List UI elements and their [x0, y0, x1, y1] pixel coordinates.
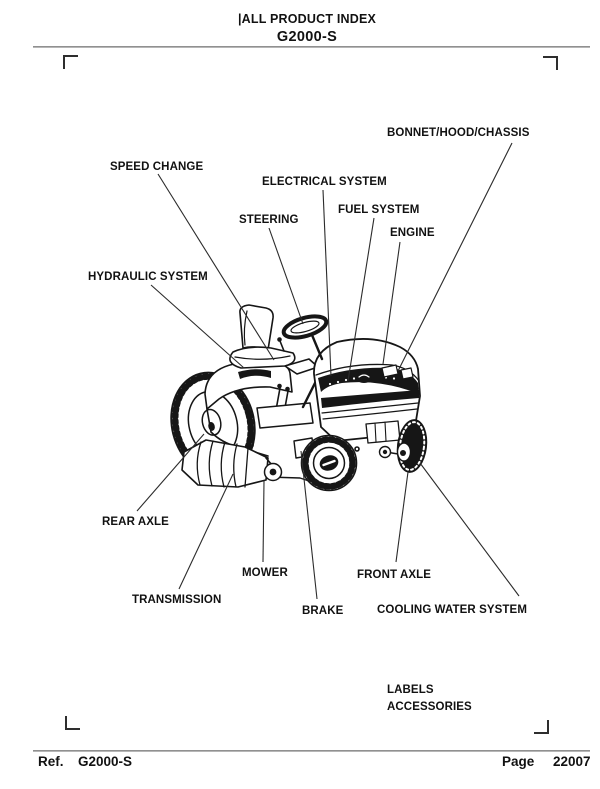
index-label-rear-axle[interactable]: REAR AXLE [102, 516, 169, 528]
index-label-transmission[interactable]: TRANSMISSION [132, 594, 222, 606]
leader-line-hydraulic-system [150, 284, 245, 369]
leader-line-electrical-system [322, 189, 332, 377]
index-label-fuel-system[interactable]: FUEL SYSTEM [338, 204, 420, 216]
page-number: 22007 [553, 754, 591, 769]
crop-mark-top-left [63, 55, 78, 69]
leader-line-fuel-system [347, 217, 375, 382]
index-label-brake[interactable]: BRAKE [302, 605, 344, 617]
index-label-steering[interactable]: STEERING [239, 214, 299, 226]
index-label-labels[interactable]: LABELS [387, 684, 434, 696]
index-label-hydraulic-system[interactable]: HYDRAULIC SYSTEM [88, 271, 208, 283]
leader-line-cooling-water-system [419, 462, 520, 597]
ref-label: Ref. [38, 754, 64, 769]
leader-line-speed-change [157, 173, 275, 361]
leader-line-steering [268, 227, 304, 325]
ref-value: G2000-S [78, 754, 133, 769]
index-label-accessories[interactable]: ACCESSORIES [387, 701, 472, 713]
index-label-electrical-system[interactable]: ELECTRICAL SYSTEM [262, 176, 387, 188]
crop-mark-top-right [543, 56, 558, 70]
index-label-mower[interactable]: MOWER [242, 567, 288, 579]
index-label-bonnet-hood-chassis[interactable]: BONNET/HOOD/CHASSIS [387, 127, 530, 139]
tractor-illustration [170, 304, 428, 492]
leader-line-brake [300, 450, 318, 600]
index-label-speed-change[interactable]: SPEED CHANGE [110, 161, 204, 173]
index-label-front-axle[interactable]: FRONT AXLE [357, 569, 432, 581]
leader-line-rear-axle [136, 433, 205, 512]
leader-line-mower [262, 480, 265, 563]
crop-mark-bottom-left [65, 716, 80, 730]
leader-line-front-axle [395, 471, 409, 563]
page-label: Page [502, 754, 535, 769]
leader-lines [136, 142, 520, 600]
footer-rule [33, 750, 590, 752]
crop-mark-bottom-right [534, 720, 549, 734]
header-rule [33, 46, 590, 48]
page-title: |ALL PRODUCT INDEX [237, 12, 377, 26]
leader-line-transmission [178, 473, 234, 590]
model-title: G2000-S [276, 29, 338, 45]
index-label-engine[interactable]: ENGINE [390, 227, 435, 239]
leader-line-engine [382, 241, 401, 365]
index-label-cooling-water-system[interactable]: COOLING WATER SYSTEM [377, 604, 528, 616]
leader-line-bonnet-hood-chassis [397, 142, 513, 372]
